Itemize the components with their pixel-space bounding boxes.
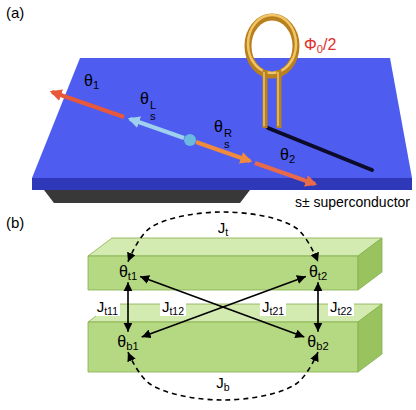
phase-node: θt2 <box>306 262 330 282</box>
coupling-arrow <box>127 282 129 332</box>
symbol: (a) <box>6 4 24 21</box>
coupling-arrow <box>128 352 318 400</box>
coupling-label: Jb <box>214 374 231 391</box>
slab-front <box>32 178 412 190</box>
coupling-label: Jt12 <box>160 298 186 315</box>
symbol: θ <box>309 263 318 280</box>
junction-dot <box>184 134 196 146</box>
phase-node: θb1 <box>114 332 141 352</box>
phase-arrow <box>130 119 184 138</box>
subscript: t21 <box>270 305 285 317</box>
bottom-slab-side <box>358 304 382 372</box>
phase-label: θ1 <box>84 72 99 90</box>
subscript: t <box>225 226 228 238</box>
symbol: θ <box>280 146 289 163</box>
phase-text: θb1 <box>117 333 138 351</box>
phase-label: θ2 <box>280 146 295 164</box>
coupling-arrow <box>317 282 319 332</box>
symbol: J <box>218 219 226 236</box>
phase-node: θb2 <box>304 332 331 352</box>
bottom-slab-face <box>88 304 382 322</box>
phase-arrow <box>52 92 124 117</box>
phase-text: θt1 <box>119 263 137 281</box>
symbol: Φ <box>304 36 317 53</box>
slab-top <box>32 58 412 178</box>
symbol: J <box>330 298 338 315</box>
ring-lead <box>263 70 268 128</box>
subscript: b <box>224 381 230 393</box>
coupling-label: Jt22 <box>328 298 354 315</box>
symbol: θ <box>117 333 126 350</box>
subscript: s <box>224 139 232 150</box>
coupling-arrow <box>128 212 318 262</box>
symbol: θ <box>214 118 223 135</box>
superscript: L <box>150 100 156 111</box>
top-slab-side <box>358 238 382 290</box>
ring-lead <box>277 70 282 128</box>
subscript: b2 <box>316 340 328 352</box>
index-stack: sR <box>224 128 232 150</box>
symbol: θ <box>140 90 149 107</box>
panel-label: (a) <box>6 4 24 21</box>
panel-label: (b) <box>6 214 24 231</box>
phase-arrow <box>255 163 315 184</box>
phase-text: θb2 <box>307 333 328 351</box>
subscript: 2 <box>289 153 295 165</box>
subscript: t1 <box>128 270 137 282</box>
phase-node: θt1 <box>116 262 140 282</box>
lead-highlight <box>263 72 265 126</box>
phase-text: θt2 <box>309 263 327 281</box>
phase-arrow <box>196 142 250 161</box>
symbol: θ <box>307 333 316 350</box>
subscript: b1 <box>126 340 138 352</box>
coupling-label: Jt11 <box>95 298 120 315</box>
symbol: J <box>97 298 105 315</box>
subscript: t22 <box>338 305 353 317</box>
coupling-arrow <box>142 276 306 336</box>
phase-label: θsL <box>140 90 156 122</box>
flux-label: Φ0/2 <box>304 36 336 54</box>
subscript: 0 <box>317 43 323 55</box>
material-label: s± superconductor <box>295 194 410 210</box>
symbol: s± superconductor <box>295 194 410 210</box>
symbol: (b) <box>6 214 24 231</box>
index-stack: sL <box>150 100 156 122</box>
slit <box>268 128 372 170</box>
symbol: /2 <box>323 36 336 53</box>
subscript: t11 <box>104 305 118 317</box>
lead-highlight <box>277 72 279 126</box>
symbol: J <box>262 298 270 315</box>
ring-highlight <box>248 15 296 73</box>
subscript: s <box>150 111 156 122</box>
subscript: 1 <box>93 79 99 91</box>
phase-label: θsR <box>214 118 232 150</box>
symbol: θ <box>84 72 93 89</box>
subscript: t2 <box>318 270 327 282</box>
coupling-label: Jt <box>216 219 230 236</box>
subscript: t12 <box>169 305 184 317</box>
coupling-label: Jt21 <box>260 298 286 315</box>
superscript: R <box>224 128 232 139</box>
symbol: θ <box>119 263 128 280</box>
symbol: J <box>162 298 170 315</box>
slab-shadow <box>44 190 250 203</box>
symbol: J <box>216 374 224 391</box>
